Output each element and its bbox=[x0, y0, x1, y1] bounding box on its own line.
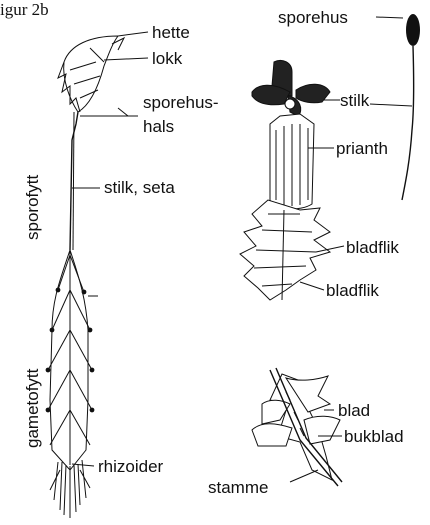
label-stalk: stilk bbox=[340, 91, 370, 110]
label-underleaf: bukblad bbox=[344, 427, 404, 446]
label-stem: stamme bbox=[208, 478, 268, 497]
label-capsule-neck-1: sporehus- bbox=[143, 93, 219, 112]
label-rhizoids: rhizoider bbox=[98, 457, 164, 476]
moss-plant-illustration bbox=[46, 36, 124, 518]
label-leaf-lobe-1: bladflik bbox=[346, 238, 399, 257]
label-gametophyte: gametofytt bbox=[23, 368, 42, 448]
label-hood: hette bbox=[152, 23, 190, 42]
liverwort-illustration bbox=[240, 60, 330, 300]
capsule-hood bbox=[64, 36, 118, 112]
label-lid: lokk bbox=[152, 49, 183, 68]
sporophyte-thin-illustration bbox=[402, 14, 420, 200]
figure-title: igur 2b bbox=[0, 0, 49, 19]
rhizoids bbox=[50, 460, 90, 518]
label-stalk-seta: stilk, seta bbox=[104, 178, 175, 197]
stem-leaf-illustration bbox=[252, 368, 342, 486]
label-capsule: sporehus bbox=[278, 8, 348, 27]
label-perianth: prianth bbox=[336, 139, 388, 158]
label-sporophyte: sporofytt bbox=[23, 175, 42, 240]
leafy-shoot bbox=[46, 250, 98, 470]
label-leaf-lobe-2: bladflik bbox=[326, 281, 379, 300]
label-leaf: blad bbox=[338, 401, 370, 420]
label-capsule-neck-2: hals bbox=[143, 117, 174, 136]
